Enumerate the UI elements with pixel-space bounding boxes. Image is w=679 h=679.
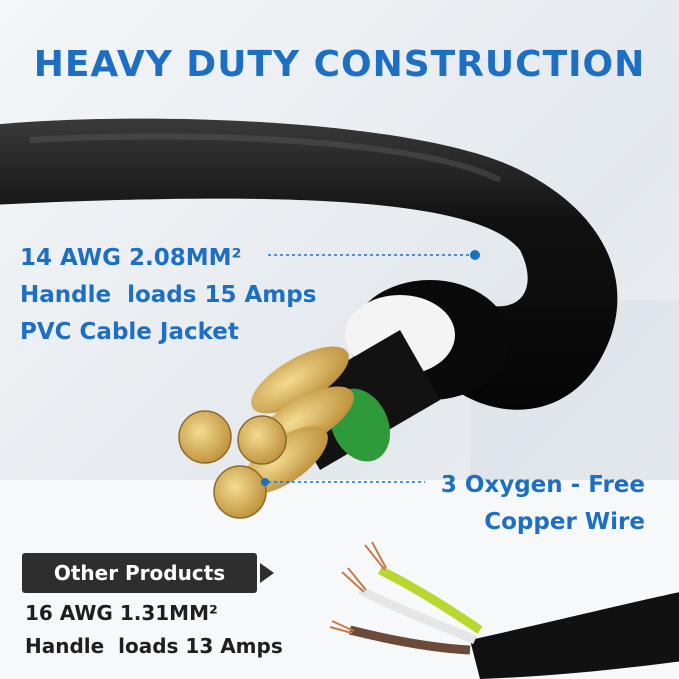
leader-dot-copper bbox=[261, 478, 269, 486]
spec-jacket: PVC Cable Jacket bbox=[20, 319, 239, 345]
other-products-badge: Other Products bbox=[22, 553, 257, 593]
cable-loop bbox=[0, 118, 618, 410]
spec-jacket-callout: 14 AWG 2.08MM² Handle loads 15 Amps PVC … bbox=[20, 240, 316, 351]
other-products-spec: 16 AWG 1.31MM² Handle loads 13 Amps bbox=[25, 597, 283, 663]
other-gauge: 16 AWG 1.31MM² bbox=[25, 601, 218, 625]
cable-end bbox=[178, 280, 510, 519]
other-load: Handle loads 13 Amps bbox=[25, 634, 283, 658]
spec-gauge: 14 AWG 2.08MM² bbox=[20, 245, 242, 271]
spec-load: Handle loads 15 Amps bbox=[20, 282, 317, 308]
leader-dot-jacket bbox=[470, 250, 480, 260]
copper-line-2: Copper Wire bbox=[484, 509, 645, 535]
arrow-right-icon bbox=[260, 563, 274, 583]
other-cable bbox=[329, 541, 679, 679]
page-title: HEAVY DUTY CONSTRUCTION bbox=[33, 44, 646, 85]
copper-line-1: 3 Oxygen - Free bbox=[440, 472, 645, 498]
spec-copper-callout: 3 Oxygen - Free Copper Wire bbox=[441, 467, 645, 541]
